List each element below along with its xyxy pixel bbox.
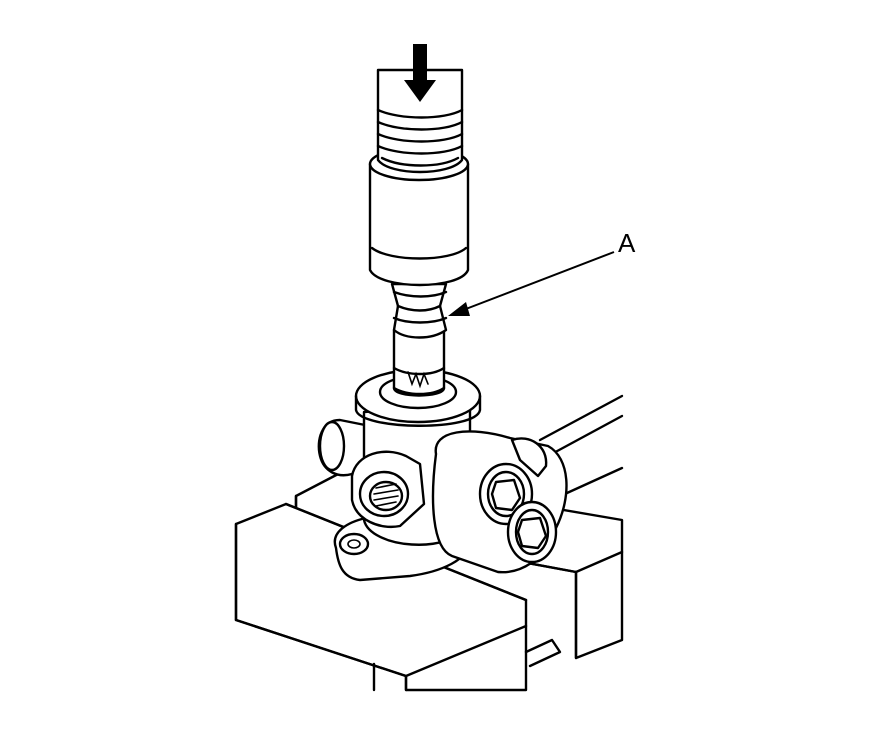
mounting-hole bbox=[338, 532, 370, 556]
callout-a-leader bbox=[448, 251, 615, 316]
press-arrow-icon bbox=[404, 44, 436, 102]
valve-body bbox=[317, 368, 568, 582]
callout-a-label: A bbox=[618, 228, 636, 258]
seal-part-a bbox=[392, 328, 446, 397]
driver-tool bbox=[368, 68, 470, 339]
vise-front-jaw bbox=[234, 502, 562, 692]
